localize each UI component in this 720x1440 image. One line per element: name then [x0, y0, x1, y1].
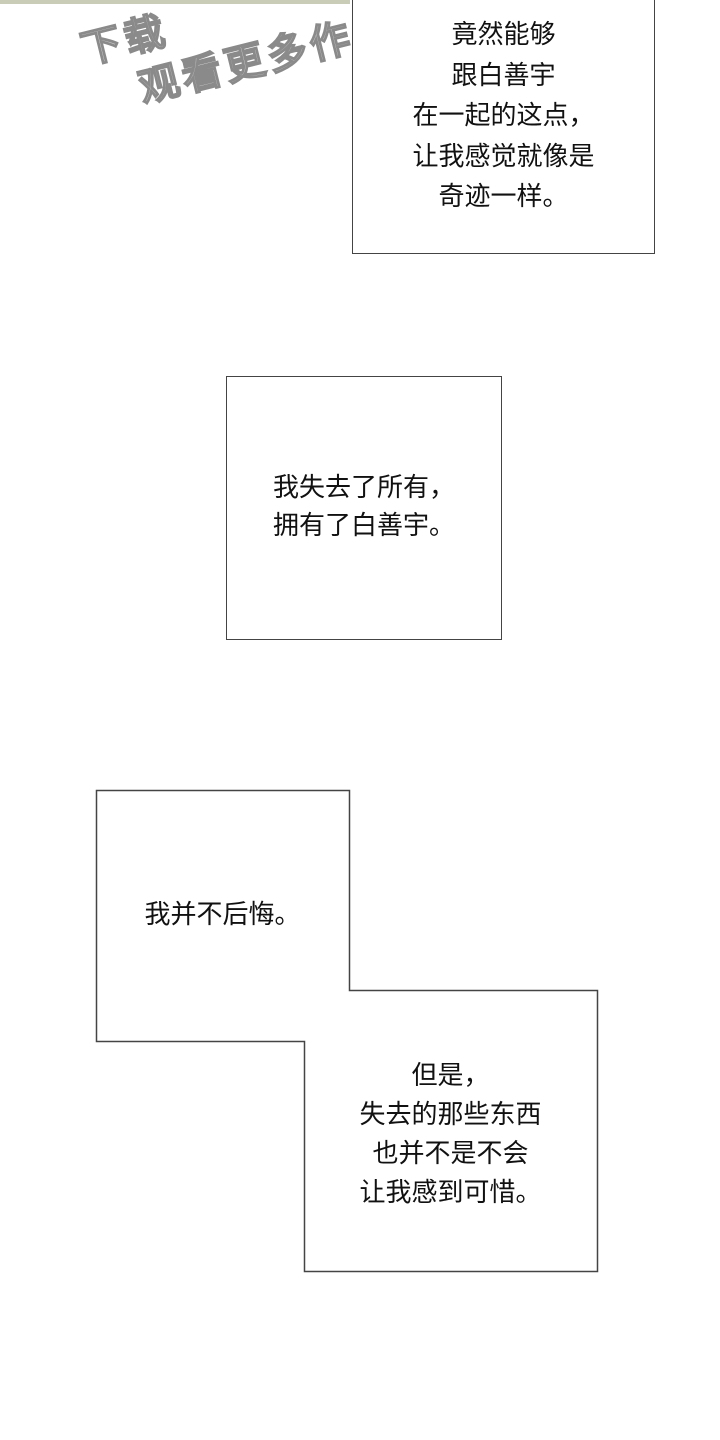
caption-line: 让我感觉就像是: [412, 141, 595, 172]
caption-line: 奇迹一样。: [438, 182, 569, 212]
caption-line: 失去的那些东西: [359, 1100, 542, 1130]
caption-line: 拥有了白善宇。: [272, 511, 455, 541]
caption-box-1: [352, 0, 655, 254]
caption-line: 我失去了所有，: [272, 473, 455, 503]
caption-line: 我并不后悔。: [144, 900, 301, 930]
caption-4: 但是， 失去的那些东西 也并不是不会 让我感到可惜。: [304, 1057, 597, 1213]
caption-line: 也并不是不会: [372, 1139, 529, 1169]
caption-box-2: [226, 376, 502, 640]
caption-line: 跟白善宇: [451, 60, 556, 91]
caption-line: 在一起的这点，: [412, 101, 595, 131]
caption-line: 但是，: [411, 1061, 490, 1091]
caption-line: 让我感到可惜。: [359, 1178, 542, 1208]
caption-3: 我并不后悔。: [96, 895, 349, 936]
caption-line: 竟然能够: [451, 20, 556, 50]
top-image-edge: [0, 0, 350, 4]
caption-2: 我失去了所有， 拥有了白善宇。: [226, 469, 502, 545]
caption-1: 竟然能够 跟白善宇 在一起的这点， 让我感觉就像是 奇迹一样。: [352, 15, 655, 218]
